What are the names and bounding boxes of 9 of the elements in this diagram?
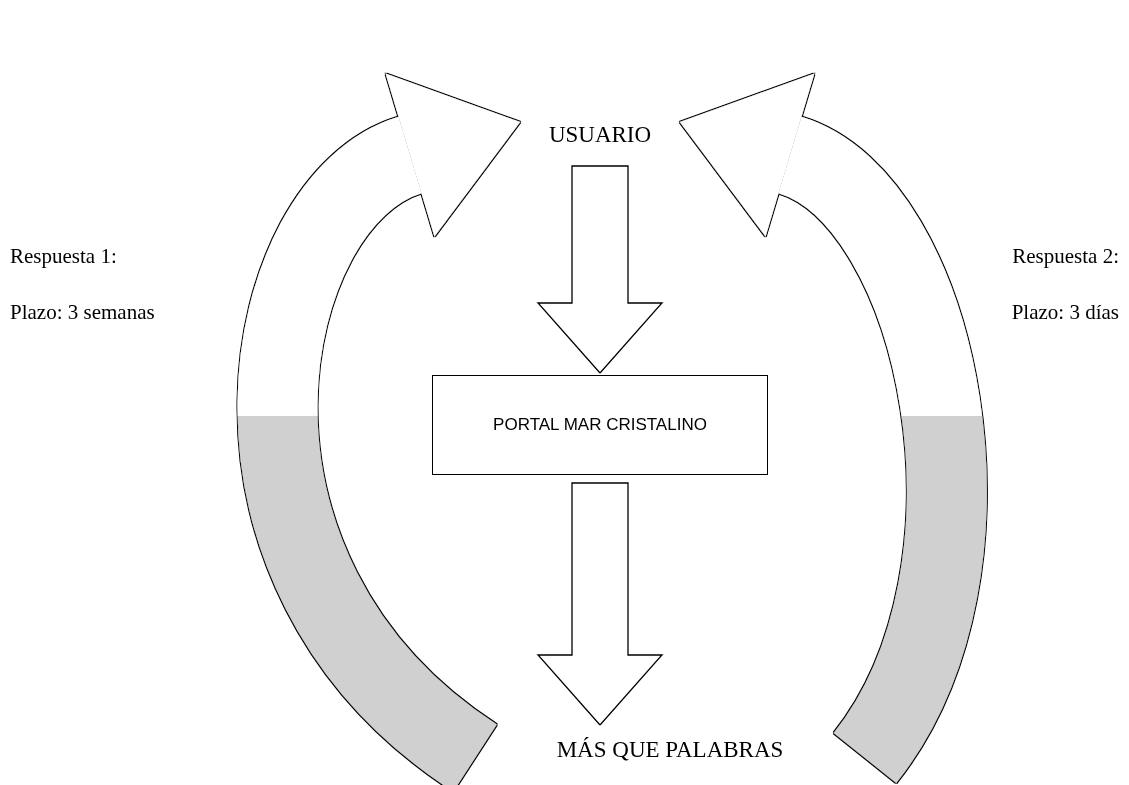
box-label: PORTAL MAR CRISTALINO — [493, 415, 707, 435]
annotation-text: Respuesta 1: — [10, 244, 117, 269]
process-box — [432, 375, 768, 475]
annotation-text: Plazo: 3 días — [1011, 300, 1119, 325]
node-label: USUARIO — [548, 122, 652, 148]
annotation-text: Respuesta 2: — [1012, 244, 1119, 269]
block-arrow — [536, 165, 664, 374]
annotation-text: Plazo: 3 semanas — [10, 300, 155, 325]
block-arrow — [536, 482, 664, 726]
